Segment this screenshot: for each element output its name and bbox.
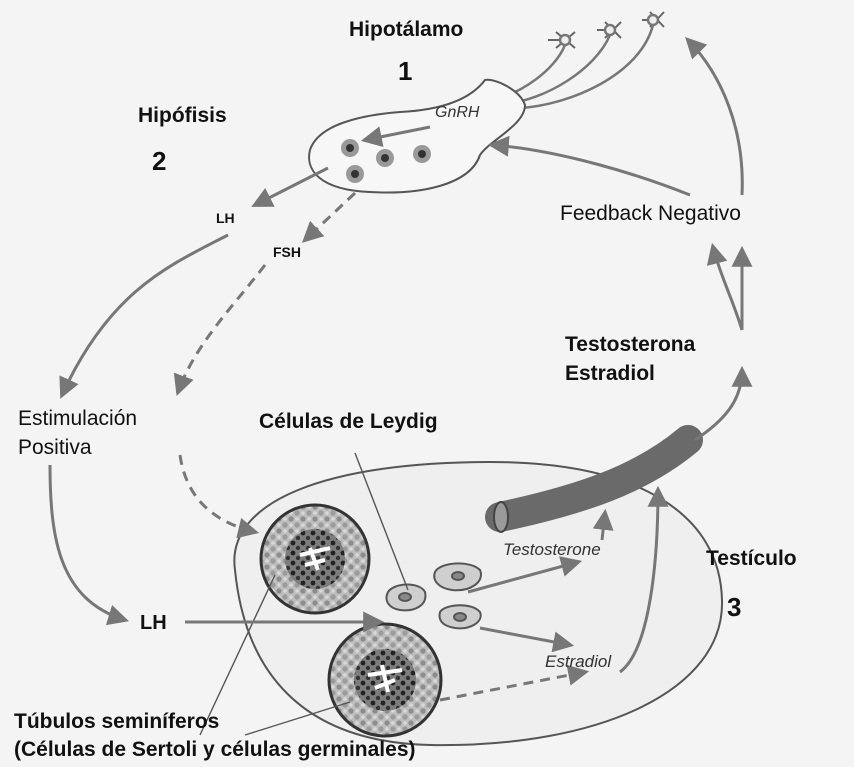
testis-label: Testículo	[706, 547, 797, 571]
lh-top-label: LH	[216, 210, 235, 226]
seminiferous-tubule-1	[261, 505, 369, 613]
hypothalamus-label: Hipotálamo	[349, 18, 463, 42]
testosterone-label: Testosterone	[503, 540, 601, 560]
tubules-label: Túbulos seminíferos	[14, 710, 219, 734]
step-number-3: 3	[727, 592, 741, 623]
feedback-label: Feedback Negativo	[560, 202, 741, 226]
estradiol-testis-label: Estradiol	[545, 652, 611, 672]
sertoli-label: (Células de Sertoli y células germinales…	[14, 738, 416, 762]
estradiol-label: Estradiol	[565, 362, 655, 386]
gnrh-label: GnRH	[435, 104, 479, 122]
seminiferous-tubule-2	[329, 624, 441, 736]
fsh-label: FSH	[273, 244, 301, 260]
pituitary-gland	[309, 80, 525, 193]
lh-bottom-label: LH	[140, 612, 167, 635]
step-number-1: 1	[398, 56, 412, 87]
positiva-label: Positiva	[18, 436, 92, 460]
pituitary-label: Hipófisis	[138, 104, 227, 128]
step-number-2: 2	[152, 146, 166, 177]
estimulacion-label: Estimulación	[18, 407, 137, 431]
testosterona-label: Testosterona	[565, 333, 695, 357]
leydig-label: Células de Leydig	[259, 410, 438, 434]
